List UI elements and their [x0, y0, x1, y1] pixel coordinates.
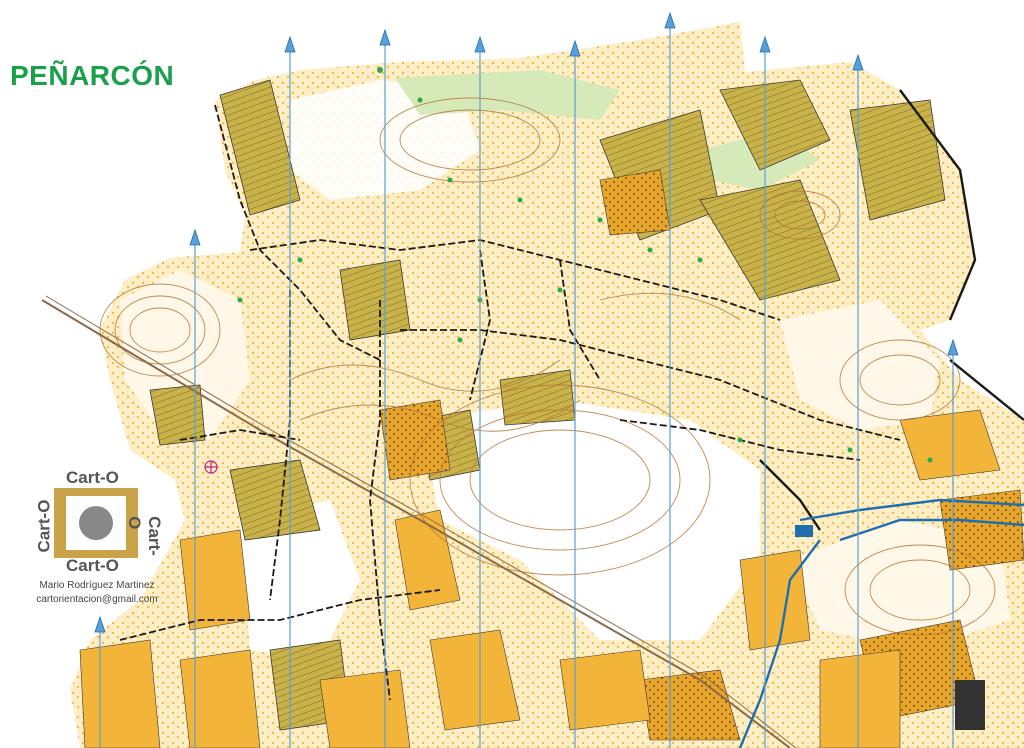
roads [759, 89, 1024, 531]
logo-label-right: Cart-O [124, 516, 164, 556]
map-title: PEÑARCÓN [10, 60, 175, 91]
credit-author: Mario Rodríguez Martinez [39, 580, 155, 591]
logo-label-left: Cart-O [34, 499, 54, 553]
logo-label-top: Cart-O [66, 468, 119, 487]
north-arrow-icon [852, 53, 864, 71]
credit-email: cartorientacion@gmail.com [36, 594, 158, 605]
north-arrow-icon [379, 28, 391, 46]
north-arrow-icon [759, 35, 771, 53]
north-arrow-icon [947, 338, 959, 356]
control-flag-icon [204, 460, 218, 474]
cart-o-logo: Cart-O Cart-O Cart-O Cart-O [34, 468, 163, 578]
cart-o-logo-icon [54, 488, 138, 558]
north-arrow-icon [94, 615, 106, 633]
north-arrow-icon [189, 228, 201, 246]
railway [41, 295, 797, 748]
forest-area [780, 300, 940, 430]
vegetation-dots [237, 67, 933, 463]
open-land [79, 409, 1001, 748]
north-arrow-icon [284, 35, 296, 53]
water [738, 498, 1024, 748]
building [955, 680, 985, 730]
north-lines [94, 11, 959, 748]
north-arrow-icon [664, 11, 676, 29]
green-vegetation [395, 70, 620, 120]
north-arrow-icon [569, 39, 581, 57]
north-arrow-icon [474, 35, 486, 53]
water-pond [795, 525, 813, 537]
logo-label-bottom: Cart-O [66, 556, 119, 575]
